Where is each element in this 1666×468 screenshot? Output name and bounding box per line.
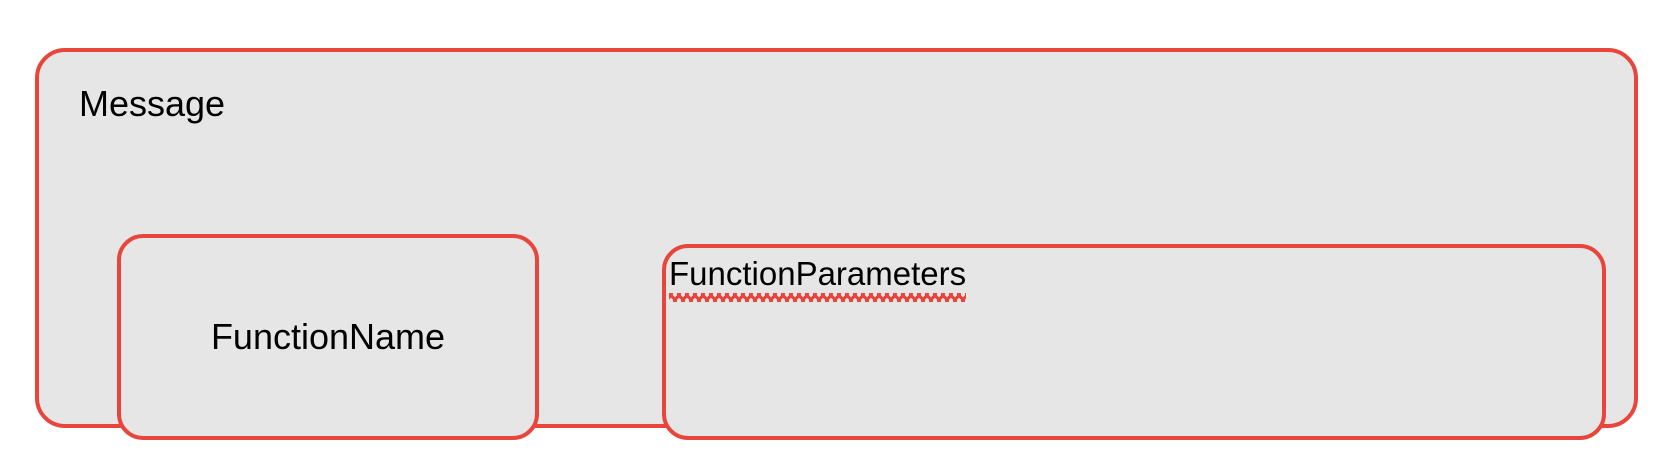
function-parameters-label-group: FunctionParameters	[665, 256, 970, 302]
function-parameters-label: FunctionParameters	[669, 255, 967, 292]
function-parameters-container[interactable]: FunctionParameters Param1 Param2 …	[662, 244, 1606, 440]
spellcheck-squiggly-underline-icon	[669, 292, 967, 302]
message-label: Message	[79, 83, 226, 124]
function-name-label: FunctionName	[210, 316, 446, 357]
message-container[interactable]: Message FunctionName FunctionParameters …	[35, 48, 1638, 440]
function-name-container[interactable]: FunctionName	[117, 234, 539, 440]
